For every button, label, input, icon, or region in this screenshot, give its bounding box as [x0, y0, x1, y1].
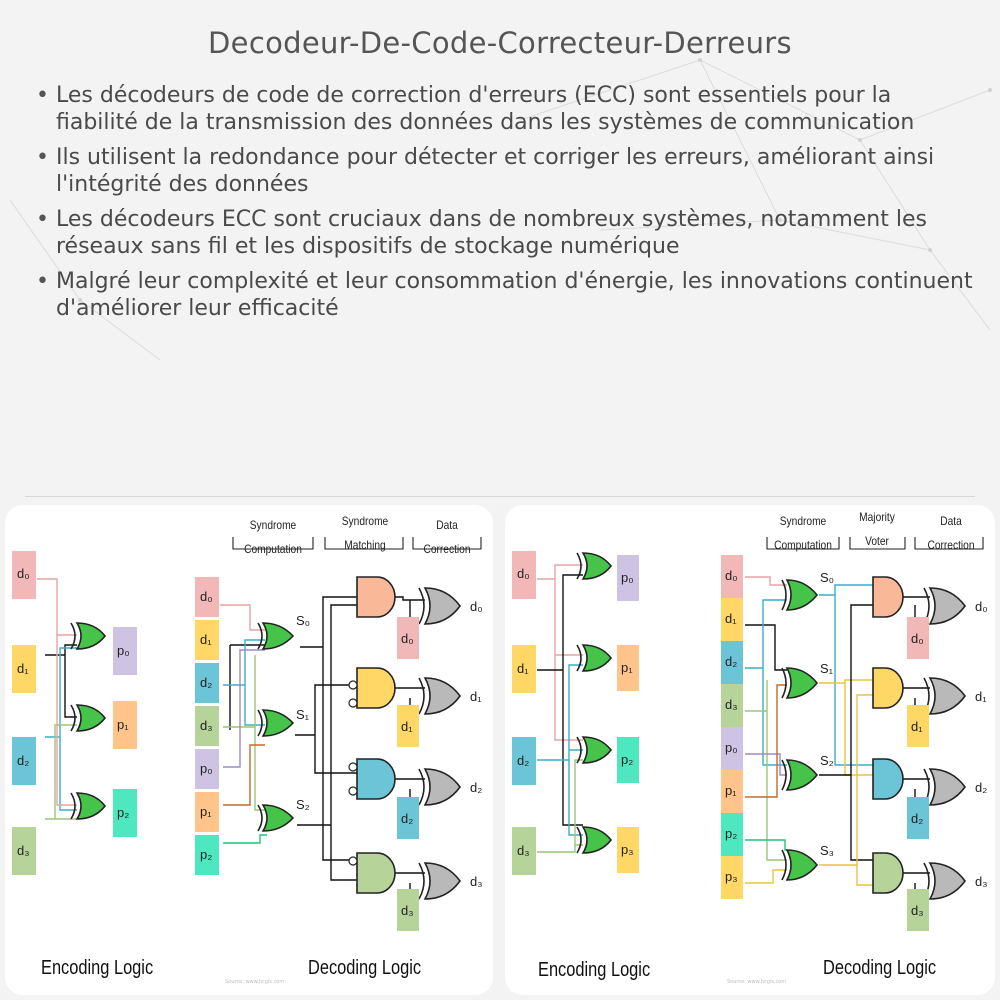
ecc-circuit-diagram-2: d₀ d₁ d₂ d₃ p₀ p₁ p₂ p₃ d₀ d₁ d₂ d₃ p₀ p… — [512, 537, 988, 931]
svg-text:S₁: S₁ — [296, 707, 310, 722]
ecc-circuit-diagram-1: d₀ d₁ d₂ d₃ p₀ p₁ p₂ d₀ d₁ d₂ d₃ p₀ p₁ p… — [12, 537, 483, 931]
stage-label-data-correction: Data Correction — [423, 518, 471, 556]
svg-text:S₀: S₀ — [820, 570, 834, 585]
svg-text:S₂: S₂ — [820, 753, 834, 768]
svg-text:d₁: d₁ — [470, 689, 482, 704]
image-credit: Source: www.hcgis.com — [727, 979, 787, 985]
svg-text:d₁: d₁ — [517, 661, 529, 676]
svg-text:d₁: d₁ — [911, 719, 923, 734]
stage-label-syndrome-computation: Syndrome Computation — [244, 518, 302, 556]
diagram-panel-left: d₀ d₁ d₂ d₃ p₀ p₁ p₂ d₀ d₁ d₂ d₃ p₀ p₁ p… — [5, 505, 493, 995]
svg-text:p₁: p₁ — [117, 717, 129, 732]
diagram-panel-right: d₀ d₁ d₂ d₃ p₀ p₁ p₂ p₃ d₀ d₁ d₂ d₃ p₀ p… — [505, 505, 995, 995]
caption-encoding-logic: Encoding Logic — [41, 957, 154, 979]
svg-text:d₂: d₂ — [975, 780, 987, 795]
stage-label-syndrome-matching: Syndrome Matching — [341, 514, 389, 552]
svg-text:d₃: d₃ — [725, 697, 738, 712]
svg-text:d₁: d₁ — [17, 661, 29, 676]
svg-text:d₀: d₀ — [975, 599, 988, 614]
svg-text:S₁: S₁ — [820, 661, 834, 676]
bullet-item: Les décodeurs ECC sont cruciaux dans de … — [34, 206, 974, 260]
svg-text:d₃: d₃ — [17, 843, 30, 858]
svg-text:d₀: d₀ — [17, 566, 30, 581]
svg-text:d₁: d₁ — [200, 632, 212, 647]
svg-text:S₃: S₃ — [820, 843, 834, 858]
svg-text:d₃: d₃ — [200, 718, 213, 733]
svg-text:d₃: d₃ — [975, 874, 988, 889]
svg-text:p₁: p₁ — [200, 804, 212, 819]
divider — [25, 496, 975, 497]
svg-text:p₀: p₀ — [621, 570, 634, 585]
image-credit: Source: www.hcgis.com — [225, 979, 285, 985]
svg-text:p₁: p₁ — [725, 783, 737, 798]
bullet-list: Les décodeurs de code de correction d'er… — [34, 82, 974, 330]
caption-decoding-logic: Decoding Logic — [308, 957, 422, 979]
bullet-item: Les décodeurs de code de correction d'er… — [34, 82, 974, 136]
stage-label-syndrome-computation: Syndrome Computation — [774, 514, 832, 552]
svg-text:p₀: p₀ — [200, 761, 213, 776]
svg-text:d₀: d₀ — [200, 589, 213, 604]
svg-text:d₁: d₁ — [725, 611, 737, 626]
svg-text:d₃: d₃ — [911, 903, 924, 918]
bullet-item: Ils utilisent la redondance pour détecte… — [34, 144, 974, 198]
svg-text:d₂: d₂ — [17, 753, 29, 768]
svg-text:d₀: d₀ — [725, 568, 738, 583]
svg-text:d₀: d₀ — [911, 631, 924, 646]
svg-text:d₀: d₀ — [401, 631, 414, 646]
svg-text:p₃: p₃ — [621, 842, 634, 857]
svg-text:p₀: p₀ — [725, 740, 738, 755]
svg-text:d₃: d₃ — [470, 874, 483, 889]
svg-text:p₂: p₂ — [725, 826, 737, 841]
svg-text:d₂: d₂ — [725, 654, 737, 669]
svg-text:p₂: p₂ — [621, 752, 633, 767]
stage-label-data-correction: Data Correction — [927, 514, 975, 552]
svg-text:p₂: p₂ — [117, 805, 129, 820]
svg-text:d₂: d₂ — [200, 675, 212, 690]
caption-decoding-logic: Decoding Logic — [823, 957, 937, 979]
svg-text:S₀: S₀ — [296, 613, 310, 628]
caption-encoding-logic: Encoding Logic — [538, 959, 651, 981]
svg-text:d₃: d₃ — [401, 903, 414, 918]
bullet-item: Malgré leur complexité et leur consommat… — [34, 268, 974, 322]
page-title: Decodeur-De-Code-Correcteur-Derreurs — [208, 26, 792, 60]
svg-text:d₂: d₂ — [911, 811, 923, 826]
svg-text:d₀: d₀ — [470, 599, 483, 614]
svg-text:p₂: p₂ — [200, 847, 212, 862]
svg-text:d₂: d₂ — [470, 780, 482, 795]
svg-text:d₀: d₀ — [517, 566, 530, 581]
svg-text:p₃: p₃ — [725, 869, 738, 884]
svg-text:S₂: S₂ — [296, 797, 310, 812]
svg-text:d₁: d₁ — [401, 719, 413, 734]
svg-text:p₁: p₁ — [621, 660, 633, 675]
svg-text:d₃: d₃ — [517, 843, 530, 858]
svg-text:d₂: d₂ — [517, 753, 529, 768]
stage-label-majority-voter: Majority Voter — [859, 510, 895, 548]
svg-text:p₀: p₀ — [117, 643, 130, 658]
svg-text:d₁: d₁ — [975, 689, 987, 704]
svg-text:d₂: d₂ — [401, 811, 413, 826]
